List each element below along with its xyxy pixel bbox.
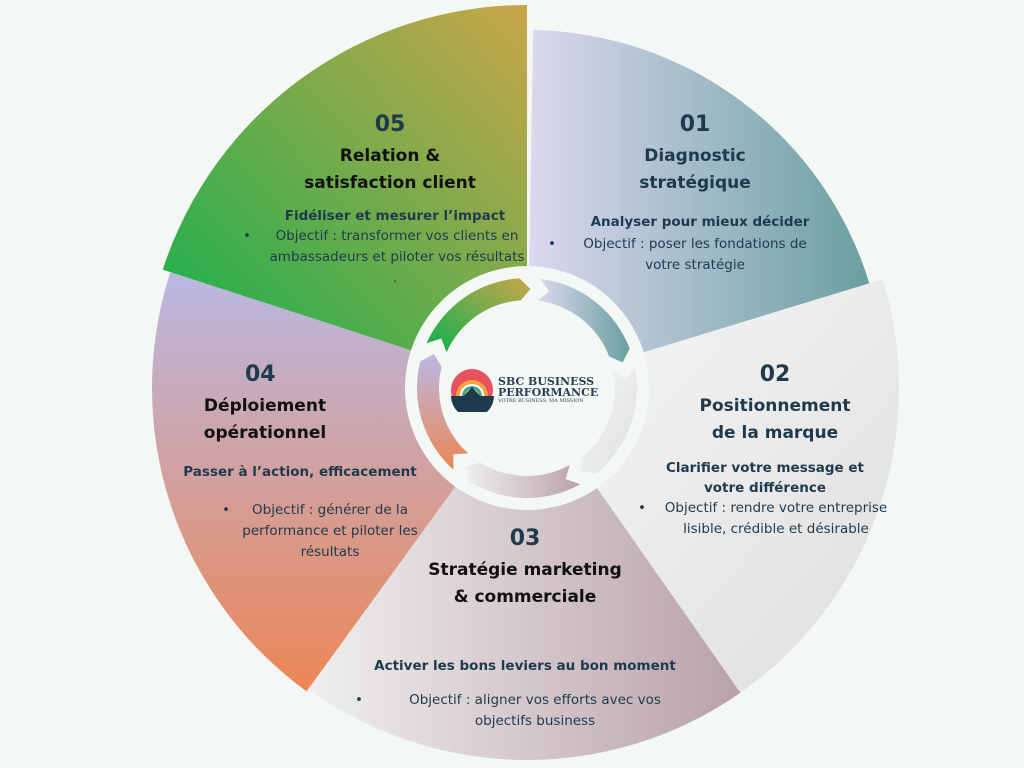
segment-number: 04 bbox=[245, 362, 276, 387]
segment-number: 02 bbox=[759, 362, 791, 387]
segment-wedge-01 bbox=[527, 30, 870, 388]
segment-subtitle: Analyser pour mieux décider bbox=[590, 214, 810, 230]
segment-title: Relation &satisfaction client bbox=[304, 146, 476, 193]
segment-wedge-05 bbox=[162, 5, 527, 388]
cycle-arrow-05 bbox=[426, 278, 531, 353]
segment-subtitle: Fidéliser et mesurer l’impact bbox=[284, 208, 506, 224]
segment-02-details: Clarifier votre message et votre différe… bbox=[638, 458, 890, 540]
cycle-arrow-04 bbox=[416, 354, 469, 470]
segment-objective: •Objectif : transformer vos clients en a… bbox=[243, 228, 525, 265]
company-logo: SBC BUSINESS PERFORMANCE VOTRE BUSINESS,… bbox=[450, 368, 598, 412]
segment-number: 05 bbox=[374, 112, 406, 137]
segment-subtitle: Passer à l’action, efficacement bbox=[183, 464, 417, 480]
segment-03-details: Activer les bons leviers au bon moment •… bbox=[350, 656, 700, 732]
rainbow-logo-icon bbox=[451, 369, 494, 412]
segment-subtitle: Clarifier votre message et votre différe… bbox=[665, 460, 865, 496]
segment-04-details: Passer à l’action, efficacement •Objecti… bbox=[170, 462, 430, 563]
center-disc bbox=[441, 302, 613, 474]
logo-line-1: SBC BUSINESS bbox=[498, 374, 595, 388]
segment-05-details: Fidéliser et mesurer l’impact •Objectif … bbox=[243, 206, 545, 289]
segment-number: 03 bbox=[509, 526, 541, 551]
cycle-arrow-01 bbox=[537, 278, 630, 363]
segment-objective: •Objectif : générer de la performance et… bbox=[222, 502, 418, 560]
logo-tagline: VOTRE BUSINESS, MA MISSION bbox=[498, 397, 584, 404]
segment-03: 03 Stratégie marketing& commerciale bbox=[400, 526, 650, 611]
cycle-arrow-03 bbox=[466, 462, 581, 498]
segment-objective: •Objectif : aligner vos efforts avec vos… bbox=[355, 692, 661, 729]
segment-objective: •Objectif : rendre votre entreprise lisi… bbox=[638, 500, 888, 537]
segment-title: Stratégie marketing& commerciale bbox=[428, 560, 622, 607]
segment-subtitle: Activer les bons leviers au bon moment bbox=[374, 658, 676, 674]
cycle-arrow-02 bbox=[580, 367, 637, 474]
segment-wedge-03 bbox=[308, 388, 741, 760]
segment-05: 05 Relation &satisfaction client bbox=[250, 112, 530, 197]
segment-objective: •Objectif : poser les fondations de votr… bbox=[548, 236, 807, 273]
segment-number: 01 bbox=[679, 112, 711, 137]
trailing-dot: . bbox=[392, 270, 398, 286]
logo-line-2: PERFORMANCE bbox=[498, 385, 599, 399]
segment-01-details: Analyser pour mieux décider •Objectif : … bbox=[548, 212, 850, 276]
